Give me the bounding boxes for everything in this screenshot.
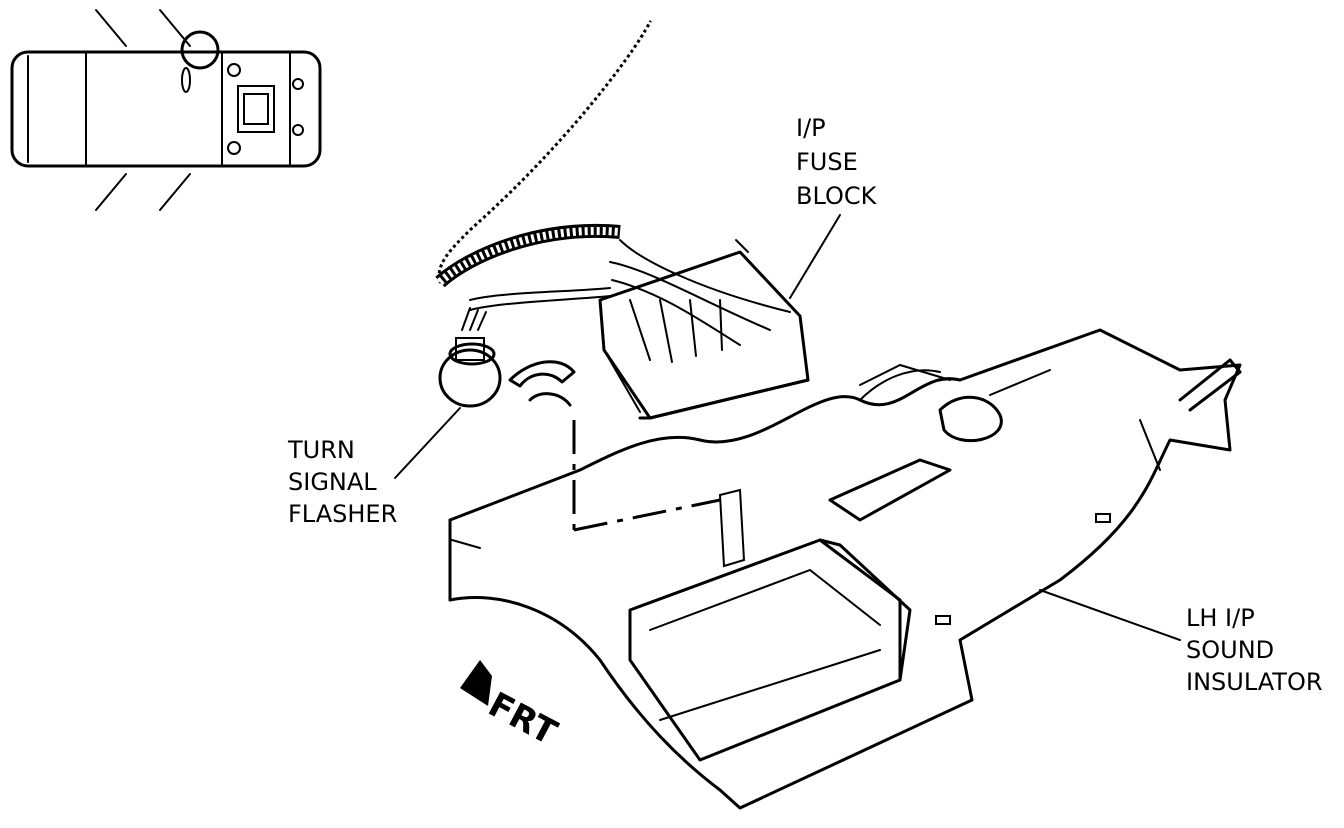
front-direction-arrow-icon (460, 660, 492, 706)
wiring-harness-loom (435, 20, 654, 311)
fuse-block-label-line-2: FUSE (796, 148, 858, 176)
insulator-label-line-3: INSULATOR (1186, 668, 1323, 696)
flasher-label-line-1: TURN (287, 436, 355, 464)
flasher-label-line-2: SIGNAL (288, 468, 377, 496)
fuse-block-label: I/P FUSE BLOCK (796, 114, 878, 210)
fuse-block-label-line-1: I/P (796, 114, 826, 142)
turn-signal-flasher-label: TURN SIGNAL FLASHER (287, 436, 397, 528)
turn-signal-flasher-component (438, 307, 502, 408)
fuse-block-label-line-3: BLOCK (796, 182, 878, 210)
flasher-label-line-3: FLASHER (288, 500, 397, 528)
sound-insulator-label: LH I/P SOUND INSULATOR (1186, 604, 1323, 696)
vehicle-top-view-locator-icon (10, 9, 322, 211)
insulator-label-line-1: LH I/P (1186, 604, 1255, 632)
insulator-label-line-2: SOUND (1186, 636, 1274, 664)
leader-lines (394, 214, 1181, 641)
sound-insulator-panel (448, 328, 1242, 810)
fuse-block-component (598, 239, 810, 420)
mounting-clip (508, 360, 721, 532)
front-arrow-label: FRT (482, 685, 564, 754)
